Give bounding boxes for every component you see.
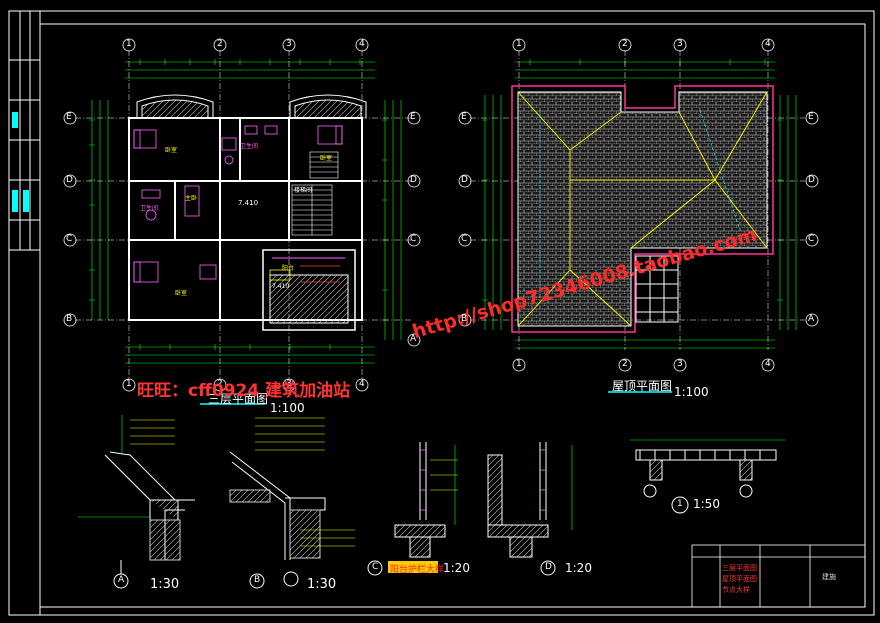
axis-label-right-e: E (410, 112, 416, 122)
roof-pergola (635, 255, 679, 323)
roof-axis-label-top-3: 3 (677, 39, 683, 49)
roof-axis-label-left-c: C (461, 234, 468, 244)
roof-axis-label-bottom-4: 4 (765, 359, 771, 369)
floor-walls (128, 117, 363, 321)
room-label-bedroom-3: 卧室 (175, 289, 187, 297)
stair (291, 151, 339, 236)
elevation-tag-1: 7.410 (238, 199, 258, 207)
left-binding-strip (8, 10, 41, 616)
title-block-name-3: 节点大样 (722, 586, 750, 594)
roof-ridges (517, 91, 768, 327)
axis-label-top-3: 3 (286, 39, 292, 49)
detail-a-scale: 1:30 (150, 577, 180, 592)
roof-axis-label-right-e: E (808, 112, 814, 122)
axis-label-bottom-3: 3 (286, 379, 292, 389)
plan-title-roof: 屋顶平面图 (612, 379, 673, 393)
balcony (262, 249, 356, 331)
axis-label-bottom-4: 4 (359, 379, 365, 389)
detail-d (487, 442, 573, 576)
roof-axis-label-left-d: D (461, 175, 468, 185)
detail-d-mark: D (545, 562, 552, 572)
axis-label-left-c: C (66, 234, 73, 244)
axis-label-left-b: B (66, 314, 73, 324)
roof-axis-label-right-a: A (808, 314, 815, 324)
detail-a-mark: A (118, 575, 125, 585)
bay-windows (136, 94, 367, 118)
axis-label-top-2: 2 (217, 39, 223, 49)
axis-label-right-c: C (410, 234, 417, 244)
third-floor-plan: 卧室 卧室 卧室 卫生间 卫生间 主卧 楼梯间 阳台 7.410 7.410 (63, 38, 421, 392)
room-labels: 卧室 卧室 卧室 卫生间 卫生间 主卧 楼梯间 阳台 7.410 7.410 (140, 142, 332, 297)
title-block (691, 544, 866, 608)
elevation-tag-2: 7.410 (272, 283, 289, 290)
roof-axis-bubbles (458, 38, 819, 372)
watermark-shop-line: 旺旺：cff0924 建筑加油站 (137, 381, 351, 401)
detail-c-scale: 1:20 (443, 561, 470, 575)
room-label-stair: 楼梯间 (294, 186, 312, 194)
floor-axis-bubbles (63, 38, 421, 392)
room-label-master: 主卧 (185, 194, 197, 202)
plan-scale-third-floor: 1:100 (270, 401, 305, 415)
axis-label-right-a: A (410, 334, 417, 344)
room-label-balcony: 阳台 (282, 264, 294, 272)
detail-b-scale: 1:30 (307, 577, 337, 592)
detail-1-scale: 1:50 (693, 497, 720, 511)
roof-axis-label-left-b: B (461, 314, 468, 324)
room-label-bath-1: 卫生间 (140, 204, 158, 212)
roof-eave-outline (511, 85, 774, 333)
axis-label-left-d: D (66, 175, 73, 185)
red-marks (300, 265, 340, 283)
roof-axis-label-top-1: 1 (516, 39, 522, 49)
roof-gutter-lines (539, 109, 741, 300)
plan-title-third-floor: 三层平面图 (208, 392, 269, 406)
roof-axis-label-bottom-3: 3 (677, 359, 683, 369)
detail-a (78, 415, 195, 589)
room-label-bedroom-1: 卧室 (165, 146, 177, 154)
axis-label-top-4: 4 (359, 39, 365, 49)
room-label-bedroom-2: 卧室 (320, 154, 332, 162)
furniture (133, 125, 343, 283)
title-block-name-1: 三层平面图 (722, 564, 757, 572)
roof-axis-label-right-d: D (808, 175, 815, 185)
roof-axis-label-top-2: 2 (622, 39, 628, 49)
detail-d-scale: 1:20 (565, 561, 592, 575)
detail-c-mark: C (372, 562, 379, 572)
roof-axis-label-bottom-2: 2 (622, 359, 628, 369)
axis-label-top-1: 1 (126, 39, 132, 49)
detail-c (367, 442, 458, 576)
axis-label-right-d: D (410, 175, 417, 185)
room-label-bath-2: 卫生间 (240, 142, 258, 150)
roof-axis-label-top-4: 4 (765, 39, 771, 49)
plan-scale-roof: 1:100 (674, 385, 709, 399)
axis-label-left-e: E (66, 112, 72, 122)
roof-axis-label-right-c: C (808, 234, 815, 244)
floor-dimension-lines (89, 59, 402, 364)
detail-c-caption: 阳台护栏大样 (390, 565, 445, 575)
title-block-name-2: 屋顶平面图 (722, 575, 757, 583)
title-block-stamp: 建施 (822, 573, 836, 581)
axis-label-bottom-2: 2 (217, 379, 223, 389)
detail-b (229, 417, 355, 589)
roof-axis-label-left-e: E (461, 112, 467, 122)
detail-1-mark: 1 (677, 499, 683, 509)
detail-1 (630, 439, 785, 514)
detail-b-mark: B (254, 575, 261, 585)
roof-plan (458, 38, 819, 372)
axis-label-bottom-1: 1 (126, 379, 132, 389)
roof-axis-label-bottom-1: 1 (516, 359, 522, 369)
